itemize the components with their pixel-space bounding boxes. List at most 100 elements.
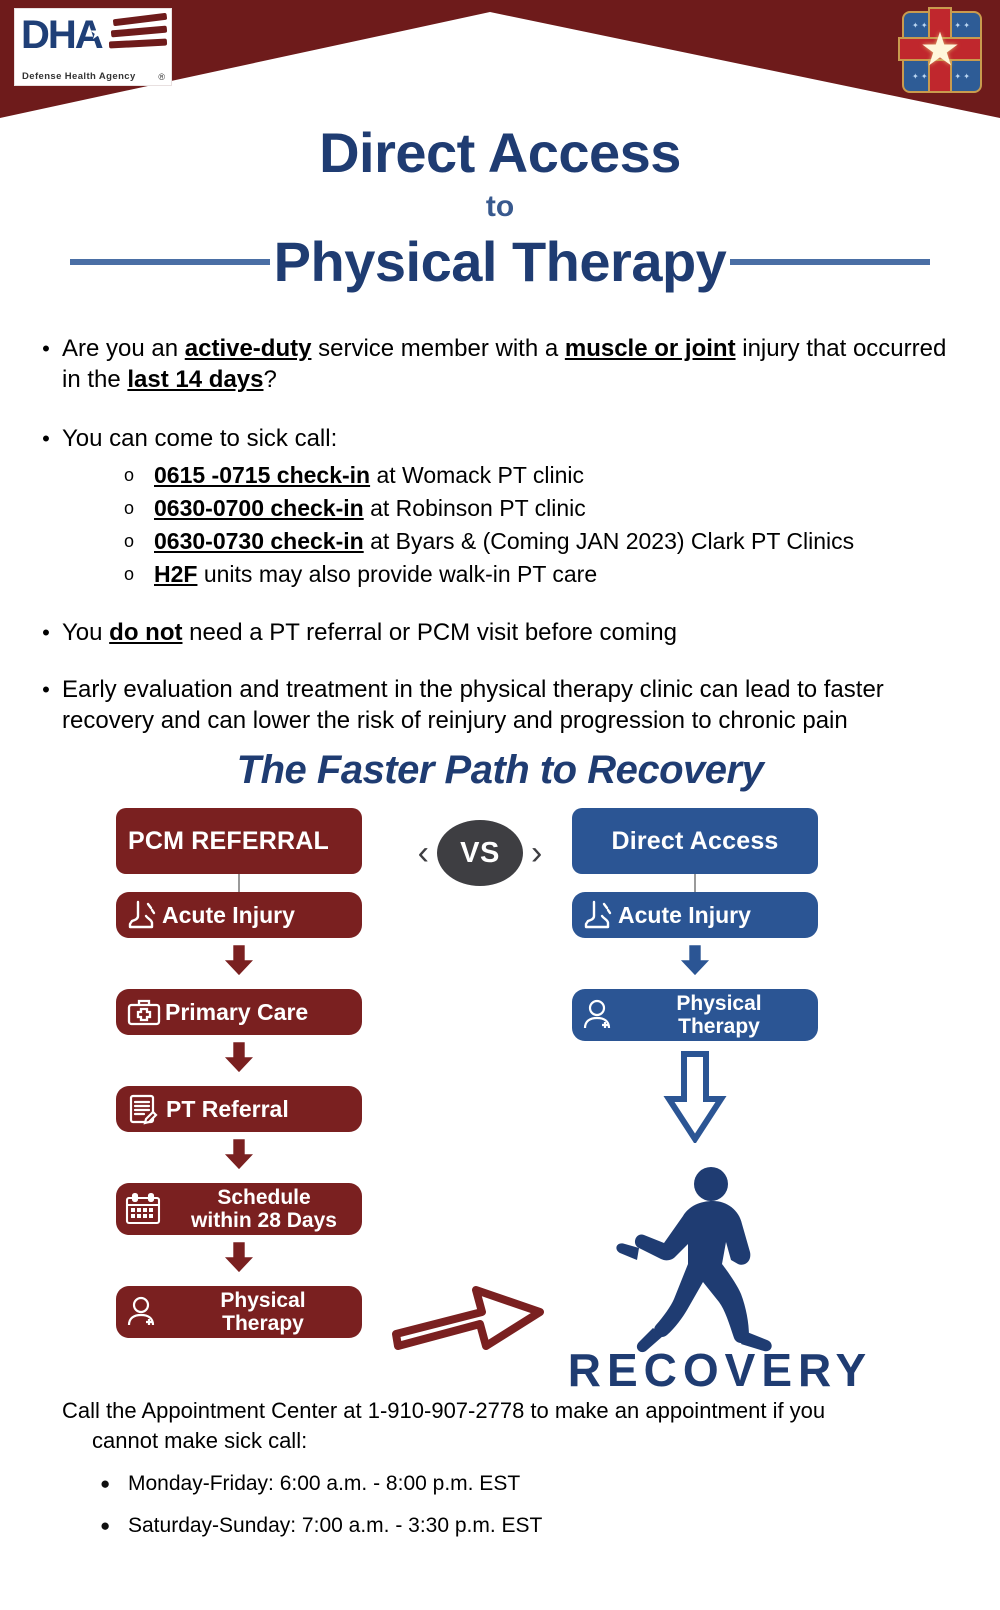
- bullet-dot-icon: •: [42, 677, 50, 702]
- sick-call-sub-list: o 0615 -0715 check-in at Womack PT clini…: [124, 459, 960, 590]
- list-item: ● Saturday-Sunday: 7:00 a.m. - 3:30 p.m.…: [100, 1512, 942, 1540]
- pt-line1: Physical: [220, 1289, 306, 1312]
- clinic-name-robinson: at Robinson PT clinic: [363, 495, 586, 521]
- pcm-referral-column: PCM REFERRAL Acute Injury Primary Car: [116, 808, 362, 1338]
- bullet-dot-icon: •: [42, 336, 50, 361]
- pt-line1: Physical: [676, 992, 762, 1015]
- bullet-early-eval-text: Early evaluation and treatment in the ph…: [62, 676, 884, 734]
- direct-access-column: Direct Access Acute Injury Physical: [572, 808, 818, 1158]
- dha-subtitle: Defense Health Agency: [22, 71, 136, 82]
- vs-label: VS: [460, 836, 500, 869]
- step-label: PT Referral: [166, 1096, 289, 1122]
- clinic-time-byars-clark: 0630-0730 check-in: [154, 528, 364, 554]
- step-physical-therapy-pcm: Physical Therapy: [116, 1286, 362, 1338]
- schedule-line1: Schedule: [217, 1186, 311, 1209]
- dha-registered-mark: ®: [158, 72, 165, 82]
- bullet-dot-icon: •: [42, 426, 50, 451]
- therapist-person-icon: [124, 1295, 160, 1329]
- down-arrow-icon: [674, 942, 716, 985]
- title-line-to: to: [485, 190, 515, 223]
- down-arrow-icon: [218, 1039, 260, 1082]
- hours-weekday: Monday-Friday: 6:00 a.m. - 8:00 p.m. EST: [128, 1472, 521, 1495]
- flow-section-heading: The Faster Path to Recovery: [236, 748, 764, 792]
- appointment-center-text: Call the Appointment Center at 1-910-907…: [62, 1396, 942, 1456]
- calendar-icon: [124, 1192, 162, 1226]
- title-rule-left: [69, 259, 270, 265]
- first-aid-kit-icon: [126, 997, 162, 1027]
- step-physical-therapy-direct: Physical Therapy: [572, 989, 818, 1041]
- bullet-eligibility-text: Are you an active-duty service member wi…: [62, 335, 947, 393]
- down-arrow-large-icon: [663, 1051, 727, 1148]
- down-arrow-icon: [218, 1239, 260, 1282]
- hollow-bullet-icon: o: [124, 465, 135, 485]
- pcm-referral-header: PCM REFERRAL: [116, 808, 362, 874]
- dha-flag-icon: [108, 12, 168, 58]
- footer-contact-block: Call the Appointment Center at 1-910-907…: [62, 1396, 942, 1554]
- header-banner: DHA Defense Health Agency ® ✦ ✦ ✦ ✦ ✦ ✦ …: [0, 0, 1000, 122]
- bullet-sick-call-text: You can come to sick call:: [62, 425, 338, 452]
- bullet-dot-icon: ●: [100, 1474, 111, 1493]
- bullet-dot-icon: ●: [100, 1516, 111, 1535]
- connector-line: [694, 874, 696, 892]
- bullet-dot-icon: •: [42, 620, 50, 645]
- pt-line2: Therapy: [222, 1312, 304, 1335]
- chevron-left-icon: ‹: [417, 834, 429, 872]
- h2f-description: units may also provide walk-in PT care: [197, 561, 598, 587]
- step-label: Primary Care: [165, 999, 309, 1025]
- list-item: o H2F units may also provide walk-in PT …: [124, 558, 960, 590]
- bullet-no-referral-text: You do not need a PT referral or PCM vis…: [62, 619, 677, 646]
- clinic-time-robinson: 0630-0700 check-in: [154, 495, 364, 521]
- bullet-early-eval: • Early evaluation and treatment in the …: [30, 674, 960, 736]
- clinic-name-byars-clark: at Byars & (Coming JAN 2023) Clark PT Cl…: [363, 528, 855, 554]
- foot-ankle-icon: [582, 899, 616, 931]
- dha-logo: DHA Defense Health Agency ®: [14, 8, 172, 86]
- title-line-direct-access: Direct Access: [319, 121, 681, 184]
- diagonal-arrow-icon: [390, 1272, 550, 1352]
- hollow-bullet-icon: o: [124, 564, 135, 584]
- page-title-block: Direct Access to Physical Therapy: [0, 122, 1000, 292]
- therapist-person-icon: [580, 998, 616, 1032]
- vs-comparison-badge: ‹ VS ›: [390, 815, 570, 891]
- vs-circle: VS: [437, 820, 523, 886]
- pt-line2: Therapy: [678, 1015, 760, 1038]
- step-label: Acute Injury: [618, 902, 751, 928]
- hollow-bullet-icon: o: [124, 531, 135, 551]
- clinic-time-womack: 0615 -0715 check-in: [154, 462, 371, 488]
- step-label-schedule: Schedule within 28 Days: [166, 1186, 362, 1232]
- direct-access-header: Direct Access: [572, 808, 818, 874]
- medical-cross-emblem-icon: ✦ ✦ ✦ ✦ ✦ ✦ ✦ ✦ ★: [898, 7, 982, 93]
- running-person-silhouette-icon: [595, 1160, 795, 1370]
- clinic-name-womack: at Womack PT clinic: [370, 462, 584, 488]
- step-acute-injury-pcm: Acute Injury: [116, 892, 362, 938]
- list-item: o 0630-0730 check-in at Byars & (Coming …: [124, 525, 960, 557]
- down-arrow-icon: [218, 1136, 260, 1179]
- step-label-physical-therapy: Physical Therapy: [620, 992, 818, 1038]
- step-pt-referral: PT Referral: [116, 1086, 362, 1132]
- foot-ankle-icon: [126, 899, 160, 931]
- title-line-physical-therapy: Physical Therapy: [273, 230, 727, 293]
- down-arrow-icon: [218, 942, 260, 985]
- list-item: ● Monday-Friday: 6:00 a.m. - 8:00 p.m. E…: [100, 1470, 942, 1498]
- list-item: o 0630-0700 check-in at Robinson PT clin…: [124, 492, 960, 524]
- appointment-lead-line2: cannot make sick call:: [92, 1428, 308, 1453]
- step-acute-injury-direct: Acute Injury: [572, 892, 818, 938]
- title-rule-right: [730, 259, 931, 265]
- step-label-physical-therapy: Physical Therapy: [164, 1289, 362, 1335]
- schedule-line2: within 28 Days: [191, 1209, 337, 1232]
- step-schedule-28-days: Schedule within 28 Days: [116, 1183, 362, 1235]
- hours-list: ● Monday-Friday: 6:00 a.m. - 8:00 p.m. E…: [100, 1470, 942, 1540]
- step-primary-care: Primary Care: [116, 989, 362, 1035]
- appointment-lead-line1: Call the Appointment Center at 1-910-907…: [62, 1398, 826, 1423]
- hollow-bullet-icon: o: [124, 498, 135, 518]
- hours-weekend: Saturday-Sunday: 7:00 a.m. - 3:30 p.m. E…: [128, 1514, 543, 1537]
- bullet-eligibility: • Are you an active-duty service member …: [30, 333, 960, 395]
- list-item: o 0615 -0715 check-in at Womack PT clini…: [124, 459, 960, 491]
- chevron-right-icon: ›: [531, 834, 543, 872]
- step-label: Acute Injury: [162, 902, 295, 928]
- clipboard-document-icon: [126, 1093, 158, 1125]
- bullet-no-referral: • You do not need a PT referral or PCM v…: [30, 617, 960, 648]
- recovery-label: RECOVERY: [567, 1344, 873, 1396]
- info-bullet-list: • Are you an active-duty service member …: [30, 333, 960, 736]
- bullet-sick-call: • You can come to sick call:: [30, 423, 960, 454]
